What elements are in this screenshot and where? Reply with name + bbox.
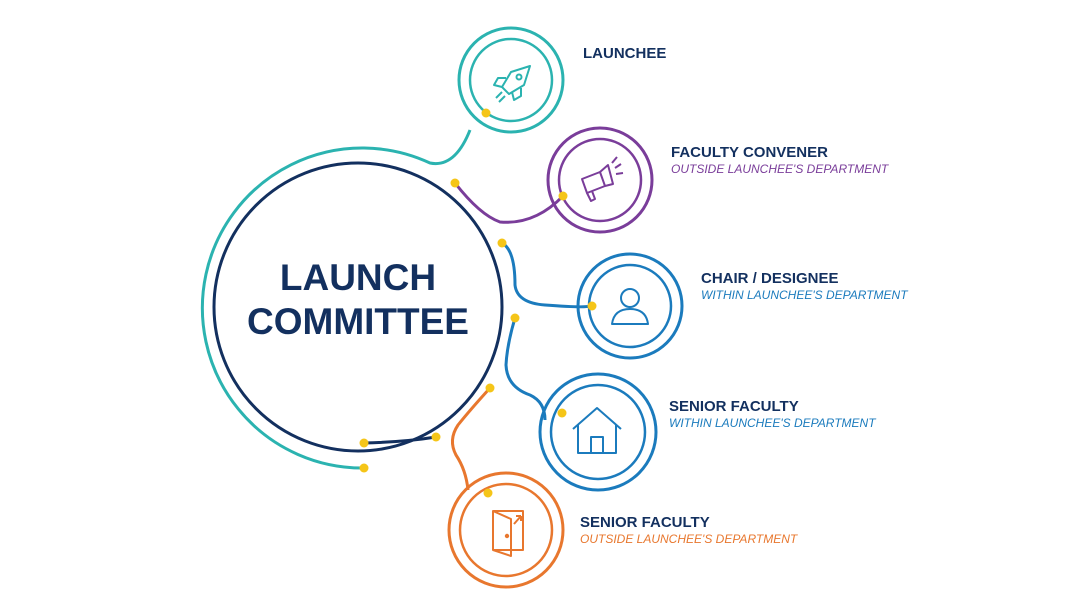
navy-arc xyxy=(363,435,437,445)
connector-dot xyxy=(558,191,568,201)
center-circle xyxy=(212,161,504,453)
member-ring-outer xyxy=(457,26,565,134)
member-title: CHAIR / DESIGNEE xyxy=(701,270,839,287)
connector-dot xyxy=(450,178,460,188)
navy-arc-ends xyxy=(359,432,441,448)
member-title: SENIOR FACULTY xyxy=(580,514,710,531)
connector-dot xyxy=(497,238,507,248)
member-ring-inner xyxy=(458,482,554,578)
center-title-line1: LAUNCH xyxy=(280,257,436,298)
connector-dot xyxy=(510,313,520,323)
member-ring-inner xyxy=(468,37,554,123)
connector-dot xyxy=(431,432,441,442)
person-icon xyxy=(611,288,649,325)
member-title: FACULTY CONVENER xyxy=(671,144,828,161)
rocket-icon xyxy=(493,65,531,103)
member-subtitle: WITHIN LAUNCHEE'S DEPARTMENT xyxy=(701,288,909,302)
teal-arc xyxy=(200,129,472,470)
door-icon xyxy=(492,510,524,557)
member-subtitle: OUTSIDE LAUNCHEE'S DEPARTMENT xyxy=(671,162,890,176)
center-title-line2: COMMITTEE xyxy=(247,301,469,342)
center-node: LAUNCH COMMITTEE xyxy=(212,161,504,453)
member-ring-outer xyxy=(546,126,654,234)
member-ring-outer xyxy=(538,372,658,492)
connector-dot xyxy=(557,408,567,418)
connector-line xyxy=(501,241,591,309)
connector-dot xyxy=(481,108,491,118)
member-subtitle: WITHIN LAUNCHEE'S DEPARTMENT xyxy=(669,416,877,430)
member-ring-inner xyxy=(557,137,643,223)
member-senior-faculty-within: SENIOR FACULTY WITHIN LAUNCHEE'S DEPARTM… xyxy=(504,313,877,492)
member-ring-inner xyxy=(549,383,647,481)
member-chair-designee: CHAIR / DESIGNEE WITHIN LAUNCHEE'S DEPAR… xyxy=(497,238,909,360)
member-launchee: LAUNCHEE xyxy=(457,26,666,134)
connector-launchee xyxy=(200,129,472,473)
member-ring-outer xyxy=(576,252,684,360)
member-ring-outer xyxy=(447,471,565,589)
connector-dot xyxy=(483,488,493,498)
house-icon xyxy=(572,407,622,454)
member-title: SENIOR FACULTY xyxy=(669,398,799,415)
connector-dot xyxy=(359,438,369,448)
connector-dot xyxy=(359,463,369,473)
member-senior-faculty-outside: SENIOR FACULTY OUTSIDE LAUNCHEE'S DEPART… xyxy=(447,383,799,589)
connector-line xyxy=(453,182,565,224)
member-title: LAUNCHEE xyxy=(583,45,666,62)
connector-dot xyxy=(485,383,495,393)
member-subtitle: OUTSIDE LAUNCHEE'S DEPARTMENT xyxy=(580,532,799,546)
connector-dot xyxy=(587,301,597,311)
connector-line xyxy=(451,386,492,491)
megaphone-icon xyxy=(581,156,624,202)
member-faculty-convener: FACULTY CONVENER OUTSIDE LAUNCHEE'S DEPA… xyxy=(450,126,890,234)
connector-line xyxy=(504,317,547,421)
